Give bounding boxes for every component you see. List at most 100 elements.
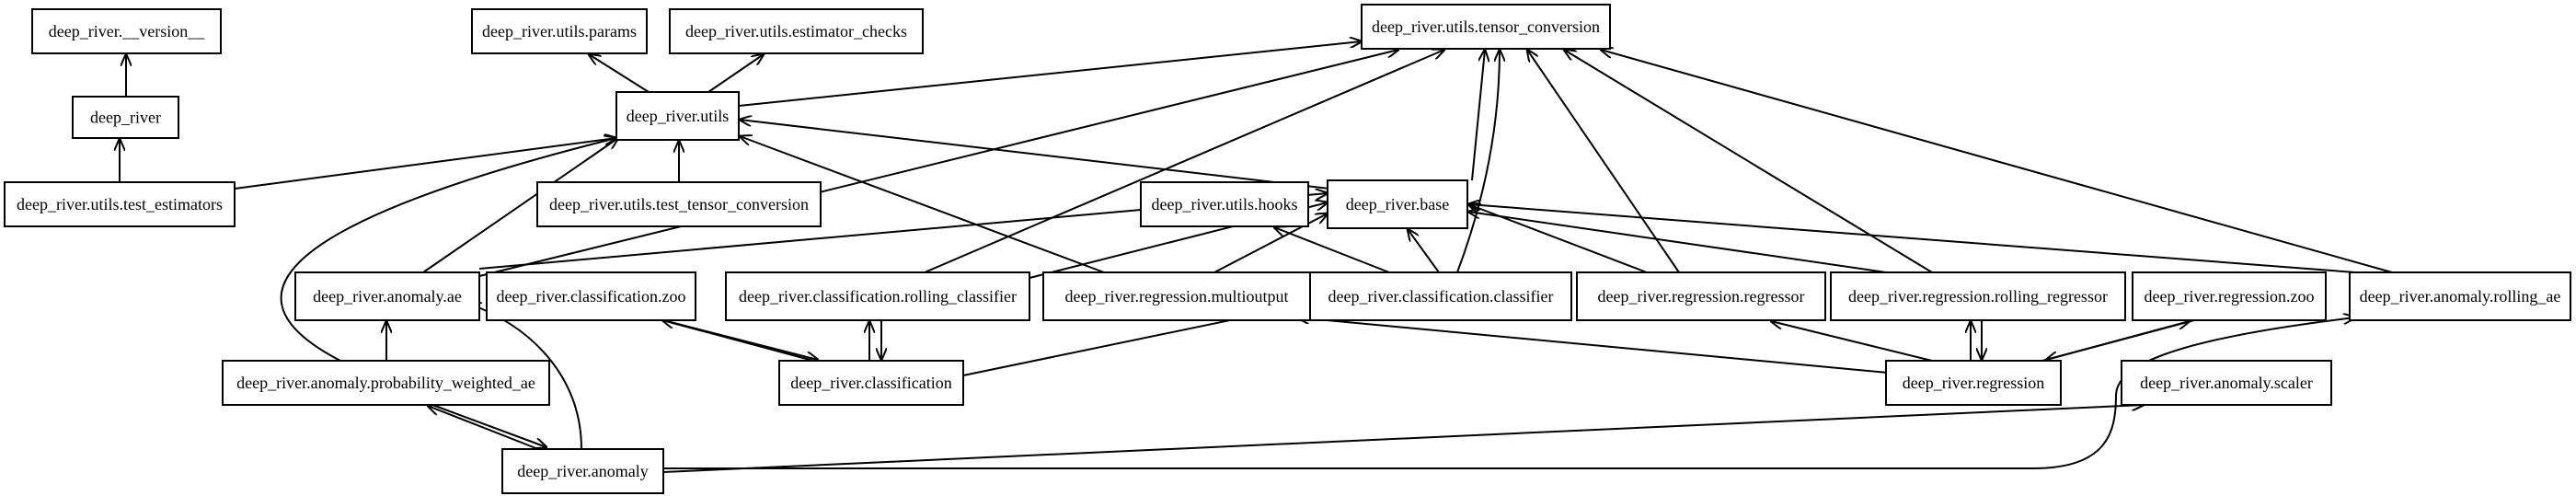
node-classifier[interactable]: deep_river.classification.classifier	[1309, 271, 1572, 321]
node-label: deep_river.classification	[790, 374, 951, 392]
node-label: deep_river.utils.tensor_conversion	[1372, 17, 1600, 36]
node-utils-params[interactable]: deep_river.utils.params	[471, 8, 648, 54]
node-test-tensor-conversion[interactable]: deep_river.utils.test_tensor_conversion	[536, 181, 822, 227]
edge-regressor-to-base	[1468, 204, 1648, 273]
edge-anomaly_ae-to-tensor_conversion	[478, 50, 1398, 277]
edge-utils-to-utils_params	[589, 54, 650, 93]
node-label: deep_river.regression	[1903, 374, 2044, 392]
node-label: deep_river.utils.test_estimators	[17, 195, 223, 213]
node-label: deep_river.regression.regressor	[1598, 287, 1805, 306]
edge-rolling_regressor-to-tensor_conversion	[1564, 50, 1933, 273]
node-multioutput[interactable]: deep_river.regression.multioutput	[1042, 271, 1311, 321]
node-label: deep_river.regression.rolling_regressor	[1848, 287, 2108, 306]
node-label: deep_river.utils.test_tensor_conversion	[549, 195, 809, 213]
node-anomaly[interactable]: deep_river.anomaly	[501, 448, 664, 494]
edge-anomaly-to-prob_weighted_ae	[428, 406, 544, 452]
edge-prob_weighted_ae-to-anomaly	[431, 404, 546, 447]
node-label: deep_river.classification.zoo	[497, 287, 686, 306]
node-box	[1576, 271, 1826, 321]
node-regressor[interactable]: deep_river.regression.regressor	[1576, 271, 1826, 321]
node-box	[669, 8, 924, 54]
node-version[interactable]: deep_river.__version__	[31, 8, 222, 54]
node-rolling-classifier[interactable]: deep_river.classification.rolling_classi…	[725, 271, 1030, 321]
node-box	[725, 271, 1030, 321]
edge-anomaly-to-scaler	[662, 405, 2144, 473]
node-box	[471, 8, 648, 54]
edge-utils-to-tensor_conversion	[738, 41, 1362, 107]
node-anomaly-ae[interactable]: deep_river.anomaly.ae	[294, 271, 480, 321]
node-classification[interactable]: deep_river.classification	[778, 360, 964, 406]
node-box	[31, 8, 222, 54]
edge-anomaly_ae-to-utils	[422, 138, 618, 273]
edge-regression_zoo-to-regression	[2046, 319, 2195, 360]
node-label: deep_river.base	[1346, 195, 1449, 213]
node-regression-zoo[interactable]: deep_river.regression.zoo	[2132, 271, 2327, 321]
node-box	[2132, 271, 2327, 321]
node-label: deep_river.anomaly	[517, 462, 648, 480]
node-box	[2349, 271, 2571, 321]
node-label: deep_river.anomaly.rolling_ae	[2360, 287, 2561, 306]
node-tensor-conversion[interactable]: deep_river.utils.tensor_conversion	[1361, 4, 1611, 50]
edge-rolling_regressor-to-base	[1468, 212, 1887, 273]
node-box	[4, 181, 236, 227]
node-box	[1327, 179, 1468, 229]
node-box	[1309, 271, 1572, 321]
node-prob-weighted-ae[interactable]: deep_river.anomaly.probability_weighted_…	[222, 360, 550, 406]
node-label: deep_river.utils	[627, 107, 729, 125]
node-box	[72, 96, 179, 139]
edge-base-to-tensor_conversion	[1471, 50, 1485, 181]
edge-anomaly-to-rolling_ae	[663, 317, 2355, 469]
node-label: deep_river	[90, 109, 161, 127]
node-regression[interactable]: deep_river.regression	[1885, 360, 2062, 406]
node-estimator-checks[interactable]: deep_river.utils.estimator_checks	[669, 8, 924, 54]
node-box	[294, 271, 480, 321]
node-box	[536, 181, 822, 227]
edge-base-to-utils	[740, 120, 1330, 190]
node-classification-zoo[interactable]: deep_river.classification.zoo	[486, 271, 696, 321]
node-base[interactable]: deep_river.base	[1327, 179, 1468, 229]
node-rolling-regressor[interactable]: deep_river.regression.rolling_regressor	[1830, 271, 2126, 321]
node-utils[interactable]: deep_river.utils	[615, 91, 740, 141]
node-deep-river[interactable]: deep_river	[72, 96, 179, 139]
node-label: deep_river.classification.rolling_classi…	[739, 287, 1017, 306]
edge-rolling_ae-to-tensor_conversion	[1601, 50, 2393, 273]
node-label: deep_river.anomaly.scaler	[2140, 374, 2313, 392]
node-box	[1361, 4, 1611, 50]
edge-classifier-to-hooks	[1274, 227, 1390, 273]
node-box	[1140, 181, 1309, 227]
node-box	[778, 360, 964, 406]
node-box	[1042, 271, 1311, 321]
node-label: deep_river.utils.estimator_checks	[685, 22, 907, 40]
node-box	[615, 91, 740, 141]
edge-multioutput-to-utils	[740, 136, 1105, 273]
node-hooks[interactable]: deep_river.utils.hooks	[1140, 181, 1309, 227]
node-test-estimators[interactable]: deep_river.utils.test_estimators	[4, 181, 236, 227]
node-label: deep_river.classification.classifier	[1328, 287, 1554, 306]
node-rolling-ae[interactable]: deep_river.anomaly.rolling_ae	[2349, 271, 2571, 321]
edge-regression-to-regressor	[1771, 321, 1933, 362]
node-label: deep_river.utils.params	[482, 22, 637, 40]
node-label: deep_river.regression.multioutput	[1065, 287, 1289, 306]
edge-regression-to-multioutput	[1297, 317, 1889, 374]
edge-regressor-to-tensor_conversion	[1527, 50, 1680, 273]
node-scaler[interactable]: deep_river.anomaly.scaler	[2121, 360, 2332, 406]
edge-prob_weighted_ae-to-utils	[280, 138, 616, 362]
node-box	[2121, 360, 2332, 406]
node-box	[1885, 360, 2062, 406]
edge-layer	[120, 41, 2393, 473]
edge-classification_zoo-to-classification	[666, 320, 818, 360]
edge-test_estimators-to-utils	[234, 138, 616, 190]
edge-classifier-to-base	[1408, 229, 1440, 273]
node-box	[501, 448, 664, 494]
node-label: deep_river.anomaly.ae	[313, 287, 462, 306]
node-label: deep_river.anomaly.probability_weighted_…	[236, 374, 535, 392]
node-label: deep_river.__version__	[49, 22, 205, 40]
edge-classifier-to-tensor_conversion	[1456, 50, 1500, 273]
edge-utils-to-estimator_checks	[707, 54, 764, 93]
node-box	[222, 360, 550, 406]
edge-rolling_classifier-to-tensor_conversion	[924, 50, 1444, 273]
node-label: deep_river.regression.zoo	[2145, 287, 2315, 306]
node-box	[1830, 271, 2126, 321]
node-layer: deep_river.__version__ deep_river deep_riv…	[4, 4, 2571, 494]
edge-rolling_ae-to-base	[1468, 204, 2356, 273]
